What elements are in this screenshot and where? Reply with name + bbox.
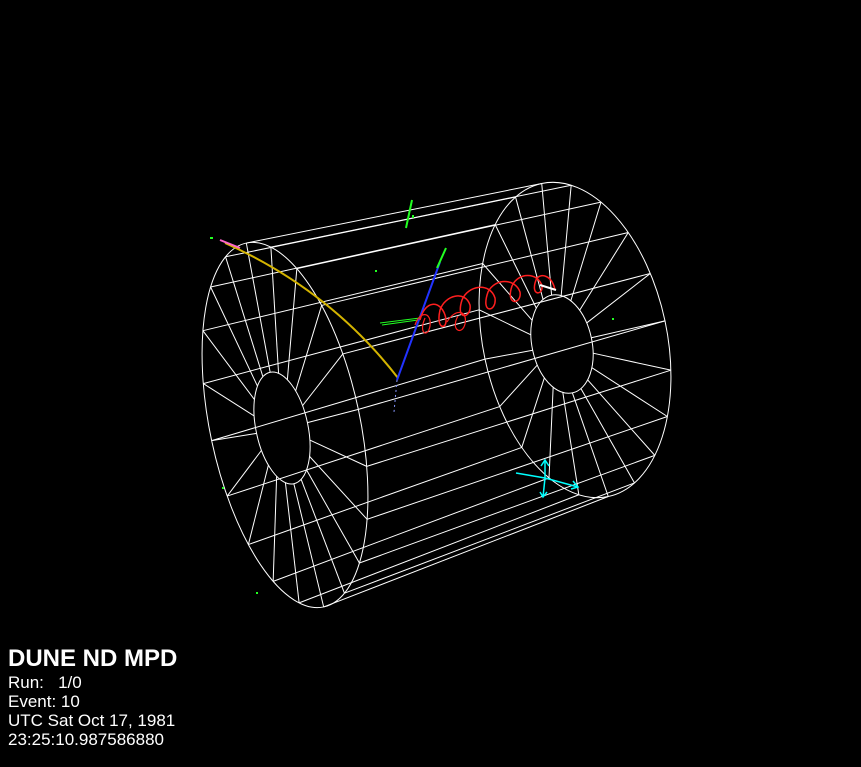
endcap-spoke bbox=[295, 305, 323, 392]
barrel-line bbox=[342, 272, 651, 355]
axis-gizmo-icon bbox=[515, 458, 580, 499]
endcap-spoke bbox=[560, 185, 572, 296]
endcap-spoke bbox=[494, 224, 537, 309]
near-endcap-outer bbox=[201, 241, 369, 609]
barrel-line bbox=[211, 358, 486, 442]
hit-point bbox=[612, 318, 614, 320]
endcap-spoke bbox=[562, 392, 580, 495]
endcap-spoke bbox=[203, 383, 255, 417]
barrel-line bbox=[298, 494, 580, 604]
barrel-line bbox=[246, 183, 542, 244]
endcap-spoke bbox=[247, 465, 269, 545]
event-date: UTC Sat Oct 17, 1981 bbox=[8, 711, 176, 730]
endcap-spoke bbox=[309, 439, 367, 467]
hit-point bbox=[375, 270, 377, 272]
endcap-spoke bbox=[591, 320, 666, 339]
barrel-line bbox=[296, 201, 602, 270]
vertex-lines bbox=[379, 317, 421, 326]
event-time: 23:25:10.987586880 bbox=[8, 730, 164, 749]
endcap-spoke bbox=[202, 330, 255, 400]
endcap-spoke bbox=[309, 456, 368, 520]
endcap-spokes bbox=[202, 183, 671, 608]
electron-spirals-b bbox=[414, 311, 467, 334]
endcap-spoke bbox=[571, 392, 609, 497]
endcap-spoke bbox=[586, 273, 651, 324]
photon-track-a bbox=[436, 247, 447, 269]
endcap-spoke bbox=[593, 352, 671, 371]
endcap-spoke bbox=[293, 483, 325, 608]
hit-point bbox=[256, 592, 258, 594]
scattered-hits bbox=[210, 215, 614, 594]
endcap-spoke bbox=[579, 232, 629, 311]
electron-highlight bbox=[539, 284, 557, 291]
near-endcap-inner bbox=[253, 371, 311, 485]
pion-track bbox=[219, 239, 241, 249]
electron-spirals bbox=[419, 274, 556, 328]
endcap-spoke bbox=[515, 196, 544, 300]
barrel-line bbox=[203, 309, 480, 385]
endcap-spoke bbox=[591, 367, 668, 417]
barrel-line bbox=[366, 416, 668, 520]
endcap-spoke bbox=[587, 379, 656, 456]
hit-point bbox=[222, 487, 224, 489]
endcap-spoke bbox=[482, 263, 533, 321]
endcap-spoke bbox=[307, 408, 359, 424]
endcap-spoke bbox=[226, 450, 262, 497]
barrel-line bbox=[227, 406, 500, 497]
barrel-line bbox=[358, 320, 666, 410]
endcap-spoke bbox=[478, 309, 532, 336]
endcap-spoke bbox=[484, 349, 533, 360]
barrel-line bbox=[210, 224, 496, 288]
endcap-spoke bbox=[302, 353, 344, 406]
endcap-spoke bbox=[286, 268, 298, 380]
barrel-line bbox=[323, 496, 609, 608]
run-number: Run: 1/0 bbox=[8, 673, 82, 692]
far-endcap-outer bbox=[478, 181, 672, 499]
endcap-spoke bbox=[284, 482, 300, 603]
event-number: Event: 10 bbox=[8, 692, 80, 711]
photon-track-b bbox=[405, 199, 413, 229]
endcap-spoke bbox=[300, 479, 345, 594]
endcap-spoke bbox=[211, 432, 257, 442]
endcap-spoke bbox=[521, 377, 545, 448]
proton-track bbox=[396, 261, 441, 381]
detector-cylinder-wireframe bbox=[201, 181, 672, 609]
barrel-line bbox=[272, 477, 550, 582]
event-tracks bbox=[219, 199, 557, 413]
endcap-spoke bbox=[245, 242, 271, 373]
barrel-line bbox=[248, 446, 522, 546]
hit-point bbox=[210, 237, 213, 239]
endcap-spoke bbox=[580, 388, 635, 484]
endcap-spoke bbox=[210, 286, 258, 387]
endcap-spoke bbox=[499, 364, 538, 407]
detector-title: DUNE ND MPD bbox=[8, 645, 178, 672]
barrel-line bbox=[270, 184, 572, 248]
endcap-spoke bbox=[570, 201, 602, 301]
proton-tail bbox=[393, 379, 398, 413]
barrel-line bbox=[344, 482, 635, 594]
barrel-line bbox=[366, 369, 672, 467]
endcap-spoke bbox=[541, 183, 553, 296]
endcap-spoke bbox=[225, 256, 264, 377]
event-info-overlay: DUNE ND MPD Run: 1/0 Event: 10 UTC Sat O… bbox=[8, 645, 177, 749]
barrel-line bbox=[321, 232, 629, 306]
endcap-spoke bbox=[548, 387, 554, 478]
endcap-spoke bbox=[272, 476, 278, 582]
hit-point bbox=[412, 215, 414, 218]
barrel-generator-lines bbox=[202, 183, 672, 608]
muon-track bbox=[224, 242, 399, 379]
barrel-line bbox=[359, 454, 655, 564]
endcap-spoke bbox=[306, 469, 360, 564]
